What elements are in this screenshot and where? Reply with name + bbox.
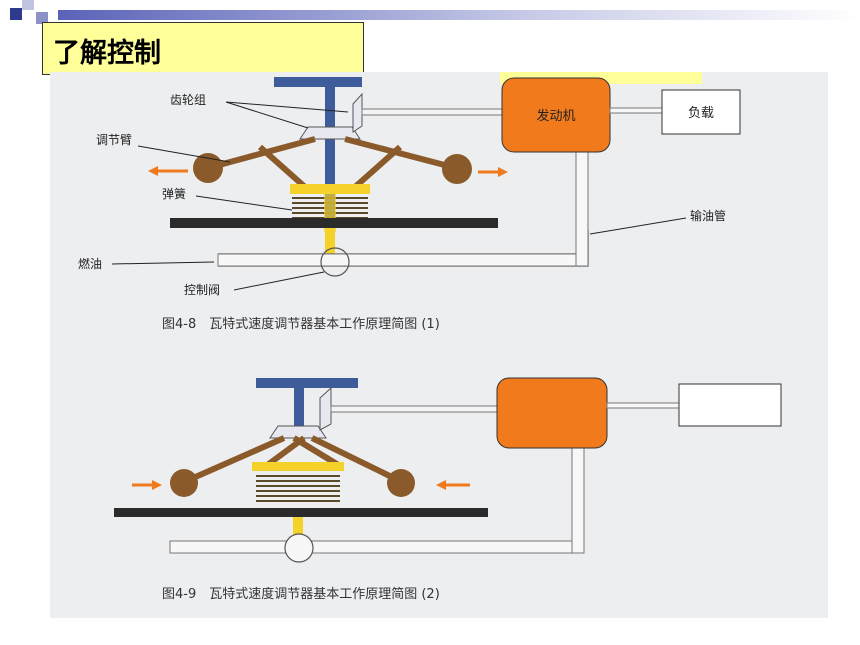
load-box-2 (678, 383, 782, 427)
leader-gear-a (225, 101, 309, 129)
decor-square-blue (10, 8, 22, 20)
arrowhead-right-1 (498, 167, 508, 177)
gear-plate-1 (352, 92, 363, 133)
arrowhead-left-2 (152, 480, 162, 490)
load-shaft-2 (606, 402, 680, 409)
label-oil-pipe: 输油管 (690, 208, 726, 223)
lower-rod-1 (325, 228, 335, 262)
label-fuel: 燃油 (78, 256, 102, 271)
diagram-photo: 发动机 负载 齿轮组 调节臂 弹簧 输油管 燃油 控制阀 图4-8 瓦特式速度调… (50, 64, 828, 618)
control-valve-1 (320, 247, 350, 277)
top-crossbar-2 (256, 378, 358, 388)
collar-1 (290, 184, 370, 194)
decor-square-navy (22, 0, 34, 10)
leader-gear-b (225, 101, 349, 113)
engine-1 (501, 77, 611, 153)
load-box-1 (661, 89, 741, 135)
gear-plate-2 (319, 386, 332, 431)
load-shaft-1 (609, 107, 663, 114)
base-plate-1 (170, 218, 498, 228)
base-plate-2 (114, 508, 488, 517)
arm-left-1 (207, 136, 316, 171)
flyball-left-1 (193, 153, 223, 183)
bevel-gear-2 (269, 425, 327, 439)
control-valve-2 (284, 533, 314, 563)
slide-title-box: 了解控制 (42, 22, 364, 75)
drive-shaft-1 (361, 108, 503, 116)
fuel-pipe-body-1 (217, 253, 589, 267)
arm-right-2 (310, 435, 404, 485)
top-crossbar-1 (274, 77, 362, 87)
caption-figure-1: 图4-8 瓦特式速度调节器基本工作原理简图 (1) (162, 316, 440, 332)
leader-spring (195, 195, 293, 211)
link-left-1 (258, 144, 307, 190)
lower-rod-2 (293, 517, 303, 541)
label-spring: 弹簧 (162, 186, 186, 201)
flyball-right-1 (442, 154, 472, 184)
arrowhead-right-2 (436, 480, 446, 490)
drive-shaft-2 (330, 405, 498, 413)
label-regulator-arm: 调节臂 (96, 133, 132, 147)
link-right-1 (353, 144, 402, 190)
fuel-pipe-2 (169, 540, 585, 554)
bevel-gear-1 (299, 126, 361, 140)
arm-right-1 (344, 136, 457, 171)
engine-2 (496, 377, 608, 449)
label-control-valve: 控制阀 (184, 283, 220, 297)
diagram-svg: 发动机 负载 齿轮组 调节臂 弹簧 输油管 燃油 控制阀 图4-8 瓦特式速度调… (78, 64, 782, 602)
label-engine: 发动机 (536, 108, 575, 124)
leader-arm (137, 145, 231, 163)
arrowhead-left-1 (148, 166, 158, 176)
link-right-2 (292, 435, 342, 469)
flyball-right-2 (387, 469, 415, 497)
figure-1: 发动机 负载 齿轮组 调节臂 弹簧 输油管 燃油 控制阀 图4-8 瓦特式速度调… (78, 77, 741, 332)
leader-oil-pipe (589, 217, 687, 235)
label-gear-group: 齿轮组 (170, 93, 206, 107)
collar-2 (252, 462, 344, 471)
caption-figure-2: 图4-9 瓦特式速度调节器基本工作原理简图 (2) (162, 586, 440, 602)
oil-pipe-2 (571, 433, 585, 554)
shaft-1 (325, 87, 335, 265)
spring-2 (256, 475, 340, 502)
figure-2: 图4-9 瓦特式速度调节器基本工作原理简图 (2) (114, 377, 782, 602)
decor-square-light (36, 12, 48, 24)
slide-title: 了解控制 (53, 38, 161, 69)
flyball-left-2 (170, 469, 198, 497)
leader-valve (233, 271, 325, 291)
leader-fuel (111, 261, 215, 265)
header-decoration (58, 10, 860, 20)
arm-left-2 (182, 435, 286, 485)
label-load: 负载 (688, 106, 714, 121)
oil-pipe-1 (575, 151, 589, 267)
shaft-2 (294, 388, 304, 428)
